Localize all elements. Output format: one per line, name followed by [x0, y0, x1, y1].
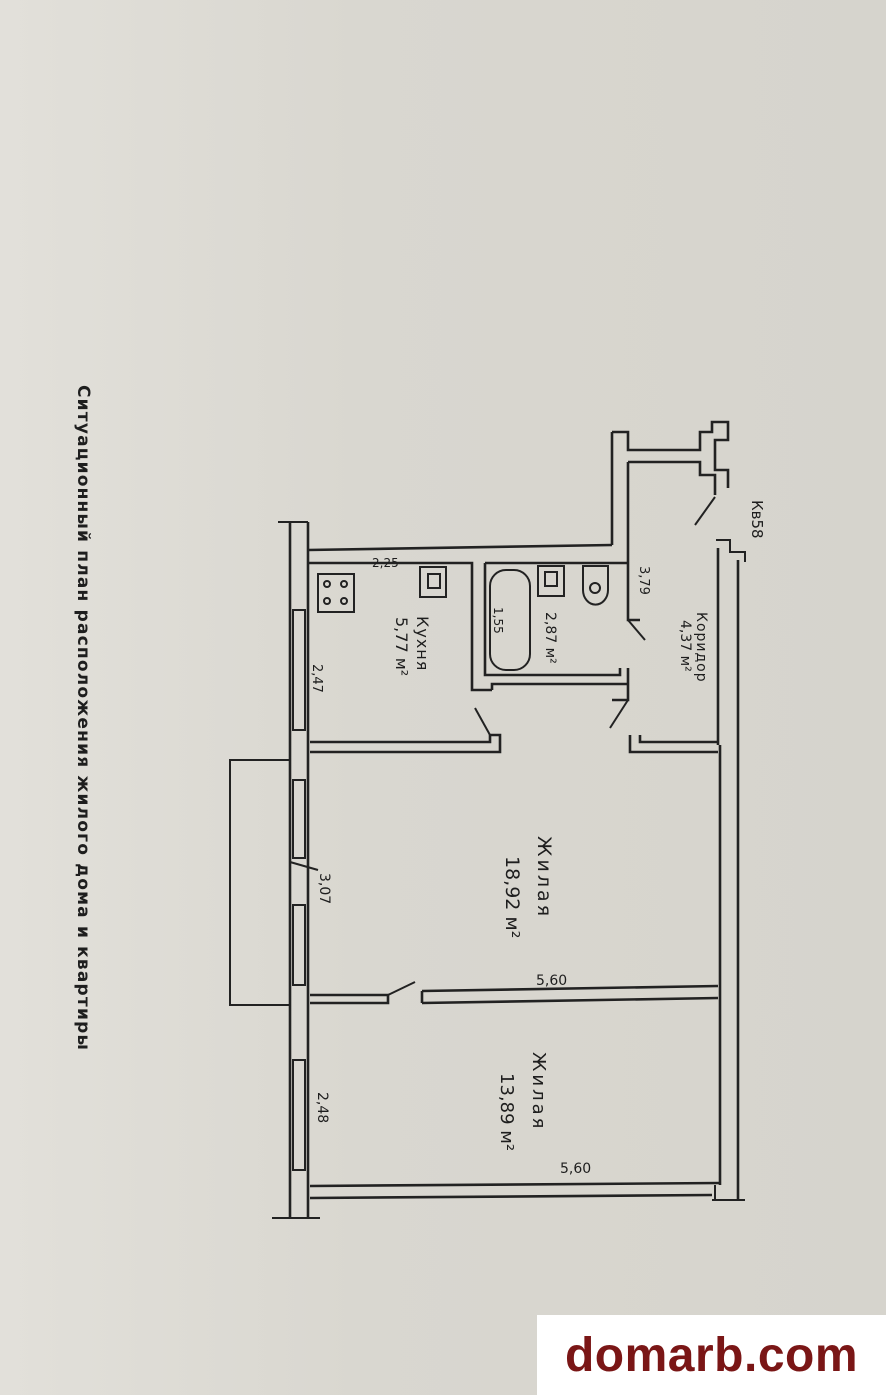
dim-room2-length: 5,60	[560, 1161, 591, 1177]
room-area-living-1: 18,92 м²	[501, 856, 523, 938]
dim-bath-length: 1,55	[491, 607, 505, 634]
room-name-corridor: Коридор	[693, 612, 709, 683]
room-area-corridor: 4,37 м²	[677, 620, 693, 672]
watermark-logo: domarb.com	[537, 1315, 886, 1395]
room-name-living-1: Жилая	[533, 836, 555, 919]
dim-room1-length: 5,60	[536, 973, 567, 989]
kitchen-wall-top	[307, 543, 613, 552]
exterior-wall-right	[712, 539, 746, 1201]
room-name-living-2: Жилая	[528, 1052, 549, 1131]
balcony	[229, 759, 290, 1006]
corridor-walls	[609, 420, 730, 754]
kitchen-fixtures	[317, 566, 447, 613]
dim-room1-width: 3,07	[316, 873, 332, 904]
dim-kitchen-width: 2,47	[309, 664, 324, 693]
room-divider-wall	[310, 981, 719, 1005]
dim-kitchen-depth: 2,25	[372, 556, 399, 570]
document-caption: Ситуационный план расположения жилого до…	[73, 385, 93, 1051]
apartment-label: Кв58	[748, 500, 766, 539]
exterior-wall-windows	[272, 521, 320, 1219]
dim-room2-width: 2,48	[314, 1092, 330, 1123]
bathroom	[483, 561, 628, 690]
room-area-living-2: 13,89 м²	[496, 1073, 517, 1151]
dim-corridor-length: 3,79	[636, 566, 651, 595]
room-name-kitchen: Кухня	[413, 616, 432, 671]
room-area-bathroom: 2,87 м²	[542, 612, 558, 664]
watermark-text: domarb.com	[564, 1328, 859, 1382]
kitchen-living-wall	[310, 733, 502, 754]
wall-bottom	[309, 1181, 721, 1188]
room-area-kitchen: 5,77 м²	[392, 617, 411, 676]
